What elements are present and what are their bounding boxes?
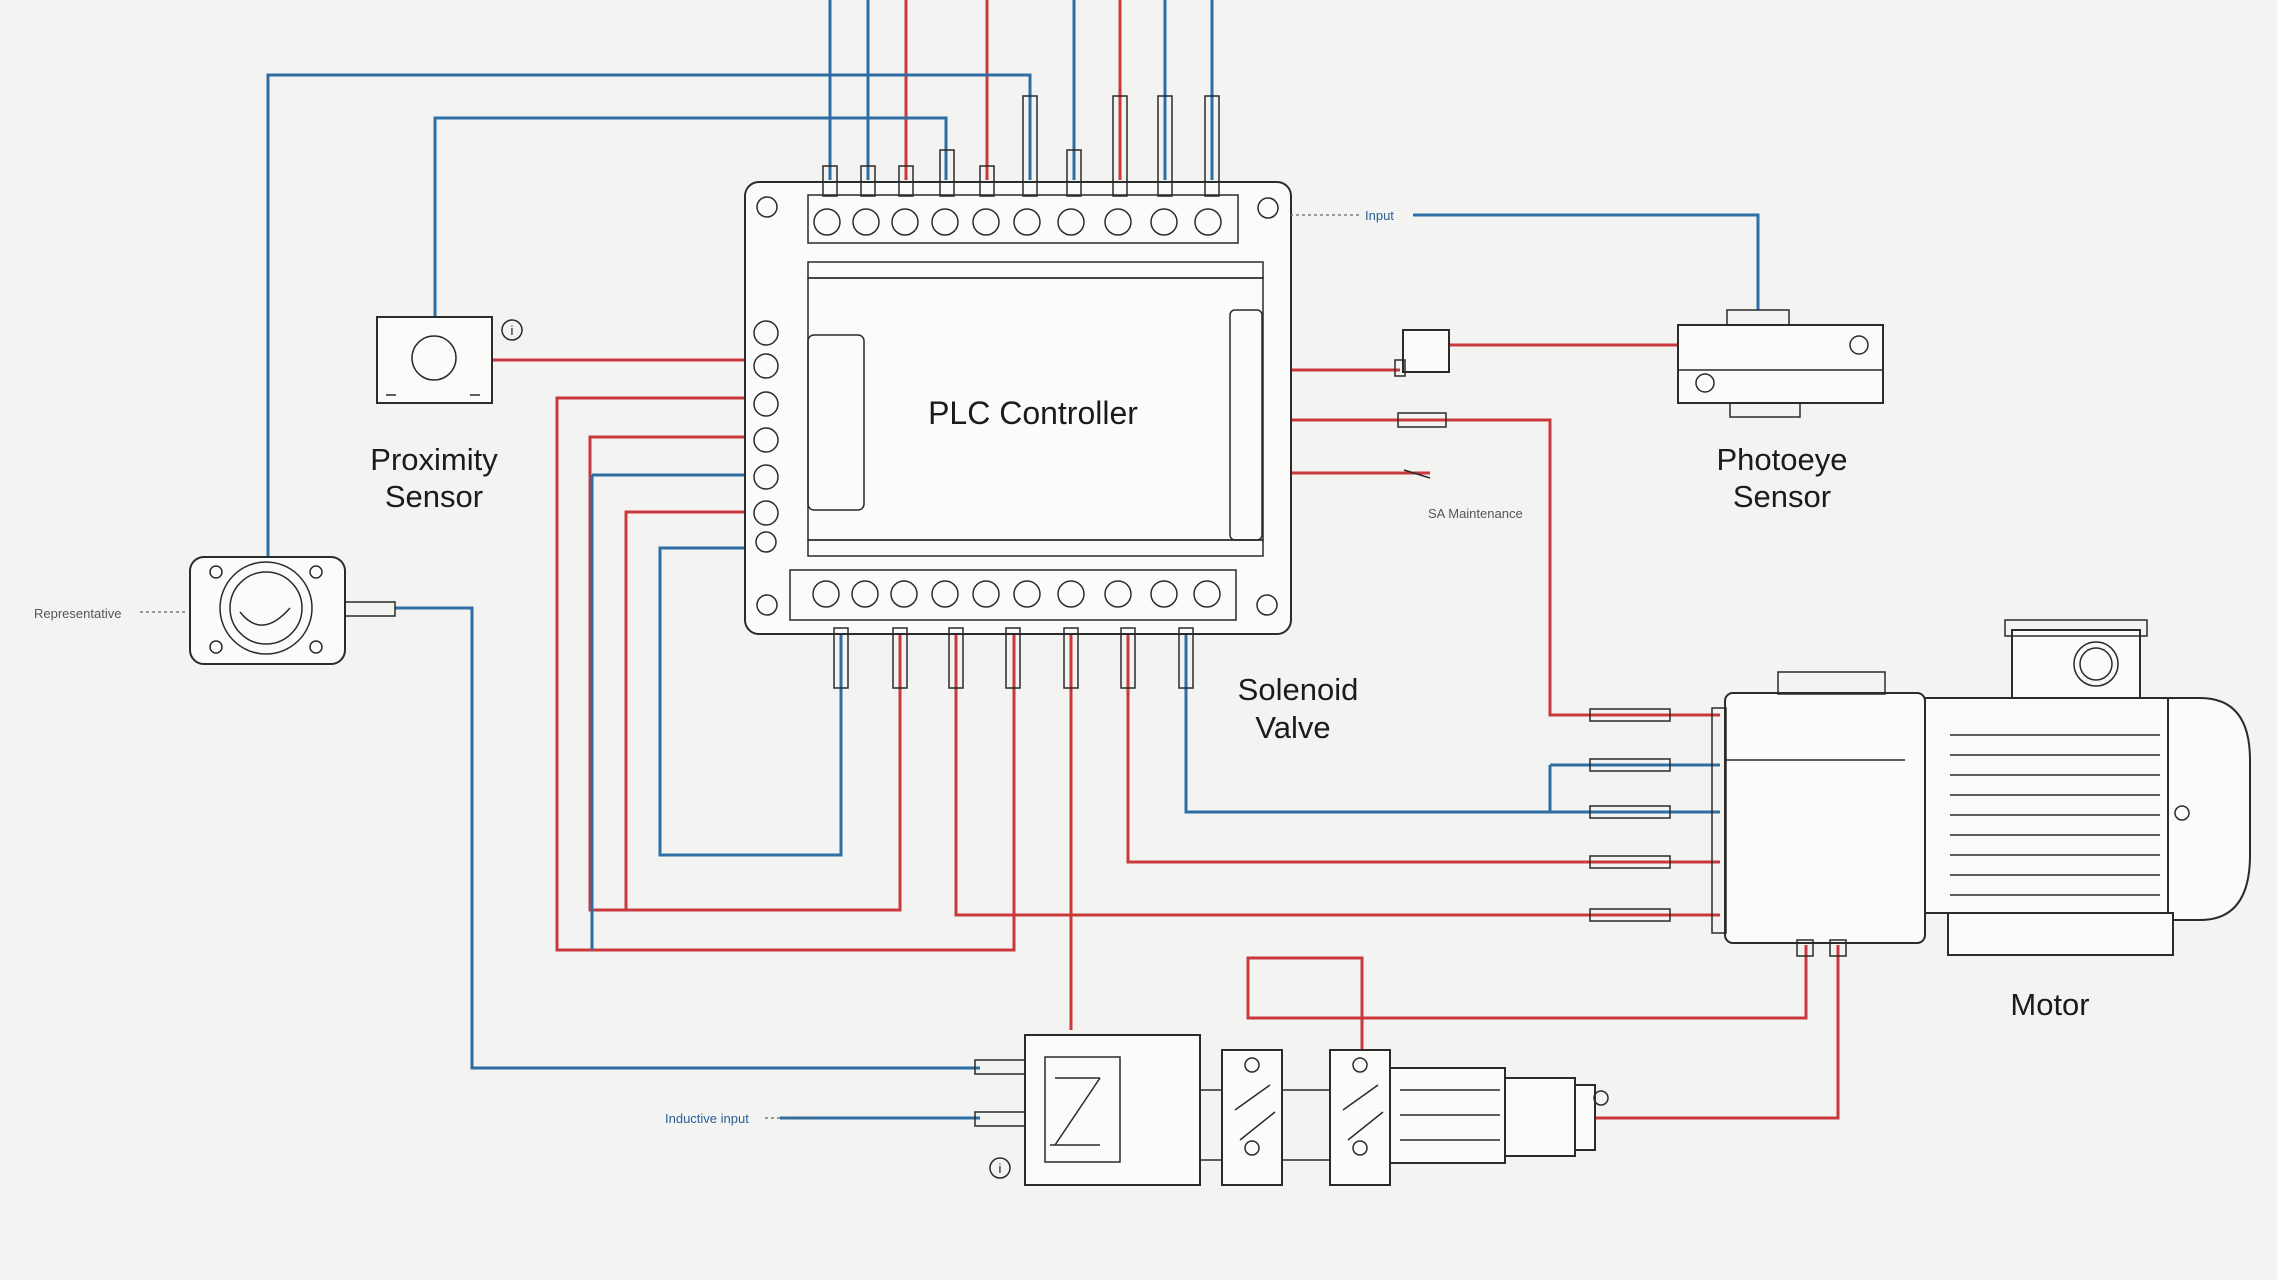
plc-controller: PLC Controller [744,95,1292,689]
wire [555,396,1016,952]
wire [1126,620,1590,864]
plc-label: PLC Controller [928,395,1138,431]
inductive-input-annotation: Inductive input [665,1111,749,1126]
top-terminal-lugs [822,95,1220,197]
motor-label: Motor [2010,987,2089,1022]
wire [1184,620,1590,814]
wire-layer [266,0,1840,1120]
wire [395,606,980,1070]
wire [588,435,902,912]
motor-fins [1950,734,2160,896]
wire [1290,418,1590,717]
maintenance-annotation: SA Maintenance [1428,506,1523,521]
plc-annotations: Input SA Maintenance Solenoid Valve [1238,208,1523,745]
wire [1413,213,1760,310]
relay-component [1394,329,1450,479]
info-icon: i [501,319,523,341]
left-terminal-strip [753,320,779,553]
wire [1580,945,1840,1120]
solenoid-label-line1: Solenoid [1238,672,1359,707]
svg-text:i: i [999,1161,1002,1176]
photoeye-label-line1: Photoeye [1717,442,1848,477]
proximity-label-line2: Sensor [385,479,483,514]
wire [954,620,1590,917]
encoder-annotation: Representative [34,606,121,621]
proximity-sensor: i Proximity Sensor [370,316,523,514]
wire [658,546,843,857]
wire [624,510,765,910]
wire [1246,945,1808,1050]
solenoid-label-line2: Valve [1255,710,1330,745]
input-annotation: Input [1365,208,1394,223]
solenoid-valve-bank: i Inductive input [665,1034,1609,1186]
bottom-terminal-lugs [833,627,1194,689]
proximity-label-line1: Proximity [370,442,498,477]
bottom-terminal-strip [812,580,1221,608]
photoeye-sensor: Photoeye Sensor [1677,309,1884,514]
wire [433,116,948,320]
motor: Motor [1589,619,2251,1022]
rotary-encoder: Representative [34,556,396,665]
top-terminal-strip [813,208,1222,236]
svg-text:i: i [511,323,514,338]
wire [266,73,1032,560]
photoeye-label-line2: Sensor [1733,479,1831,514]
info-icon: i [989,1157,1011,1179]
